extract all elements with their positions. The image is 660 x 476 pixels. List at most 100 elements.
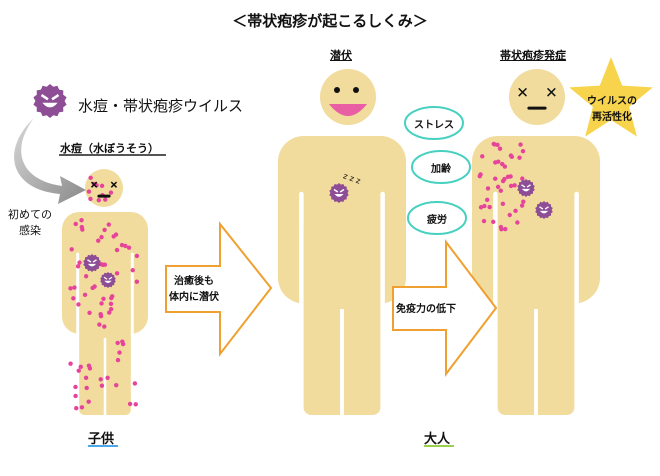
arm-gap: [130, 252, 134, 336]
rash-dot: [491, 219, 496, 225]
reactivation-text: ウイルスの 再活性化: [580, 94, 644, 126]
rash-dot: [502, 164, 508, 169]
rash-dot: [111, 234, 116, 239]
eye: [353, 87, 359, 93]
rash-dot: [96, 197, 102, 203]
rash-dot: [114, 247, 120, 253]
trigger-fatigue-outline: [407, 201, 467, 235]
arm-gap: [76, 252, 80, 336]
rash-dot: [123, 243, 128, 249]
flat-mouth: [527, 106, 547, 110]
rash-dot: [520, 176, 525, 181]
leg-gap: [534, 308, 538, 416]
virus-eye: [92, 259, 97, 263]
virus-eye: [539, 206, 544, 210]
rash-dot: [99, 301, 104, 306]
arm-gap: [299, 191, 304, 306]
rash-dot: [79, 405, 85, 410]
rash-dot: [499, 226, 504, 232]
rash-dot: [88, 175, 93, 180]
virus-icon: [517, 179, 535, 197]
rash-dot: [517, 155, 522, 160]
rash-dot: [505, 174, 511, 179]
rash-dot: [503, 226, 508, 232]
rash-dot: [497, 146, 503, 151]
first-infection-line2: 感染: [19, 224, 41, 237]
rash-dot: [482, 203, 487, 209]
virus-icon: [329, 183, 349, 203]
rash-dot: [69, 247, 74, 252]
adult-label: 大人: [424, 432, 451, 447]
infection-arrow: [14, 118, 86, 204]
rash-dot: [134, 253, 140, 259]
rash-dot: [509, 154, 515, 160]
eye: [334, 87, 340, 93]
latent-adult-body: [278, 136, 406, 416]
rash-dot: [117, 350, 122, 355]
rash-dot: [477, 174, 482, 179]
child-label: 子供: [88, 432, 115, 447]
rash-dot: [133, 402, 138, 407]
rash-dot: [481, 218, 487, 224]
rash-dot: [77, 260, 82, 265]
trigger-age-outline: [411, 150, 471, 184]
rash-dot: [74, 406, 79, 411]
rash-dot: [96, 238, 101, 243]
rash-dot: [520, 149, 526, 154]
rash-dot: [119, 242, 125, 248]
rash-dot: [86, 189, 92, 194]
trigger-stress: ストレス: [414, 120, 454, 131]
reactivation-line2: 再活性化: [592, 112, 632, 123]
arrow1-line1: 治癒後も: [174, 276, 214, 287]
leg-gap: [340, 308, 344, 416]
rash-dot: [71, 296, 76, 301]
rash-dot: [84, 385, 89, 391]
virus-icon: [100, 272, 116, 288]
reactivation-star: [569, 57, 653, 137]
arrow-immunity-decline: [392, 239, 498, 377]
rash-dot: [110, 294, 115, 299]
rash-dot: [73, 221, 78, 227]
rash-dot: [134, 279, 140, 284]
arrow1-text: 治癒後も 体内に潜伏: [166, 274, 222, 306]
virus-label: 水痘・帯状疱疹ウイルス: [78, 97, 244, 115]
rash-dot: [78, 364, 83, 370]
rash-dot: [107, 310, 112, 315]
rash-dot: [105, 375, 110, 381]
rash-dot: [99, 383, 105, 388]
virus-eye: [108, 276, 113, 280]
rash-dot: [83, 274, 89, 279]
rash-dot: [68, 361, 73, 366]
rash-dot: [130, 268, 135, 273]
rash-dot: [518, 142, 523, 147]
rash-dot: [493, 160, 498, 165]
x-eye: [90, 181, 98, 188]
rash-dot: [132, 381, 138, 386]
leg-gap: [103, 337, 107, 416]
rash-dot: [87, 310, 92, 315]
rash-dot: [73, 393, 78, 399]
virus-mouth: [104, 280, 112, 283]
rash-dot: [102, 324, 107, 329]
virus-mouth: [42, 102, 58, 108]
rash-dot: [495, 142, 500, 148]
virus-eye: [526, 184, 531, 188]
rash-dot: [120, 339, 125, 344]
arm-gap: [574, 191, 579, 306]
arm-gap: [493, 191, 498, 306]
rash-dot: [88, 196, 93, 202]
rash-dot: [521, 199, 526, 204]
rash-dot: [108, 301, 114, 307]
rash-dot: [79, 224, 85, 230]
rash-dot: [68, 286, 73, 291]
arm-gap: [380, 191, 385, 306]
virus-mouth: [539, 210, 549, 214]
onset-adult-body: [472, 136, 600, 416]
rash-dot: [495, 184, 501, 190]
rash-dot: [86, 399, 91, 404]
rash-dot: [100, 262, 106, 268]
flat-mouth: [97, 194, 111, 198]
latent-label: 潜伏: [330, 49, 352, 62]
trigger-stress-outline: [404, 106, 464, 140]
